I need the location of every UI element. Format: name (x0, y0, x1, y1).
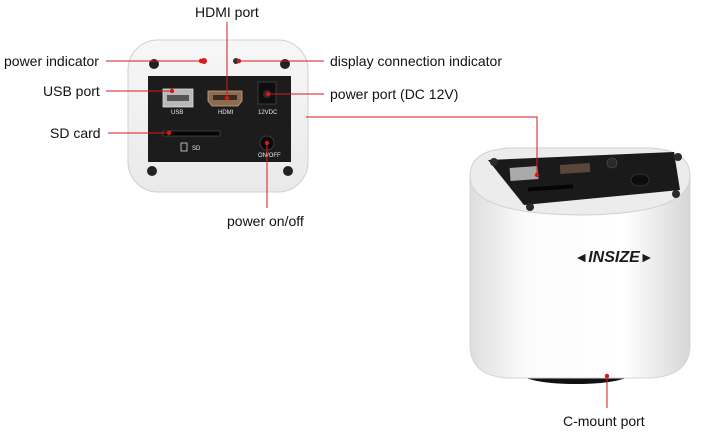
label-usb-port: USB port (43, 83, 100, 99)
usb-marking: USB (171, 110, 183, 116)
top-hdmi-port (559, 162, 591, 175)
camera-back-view: USB HDMI 12VDC SD ON/OFF (127, 39, 309, 193)
label-power-on-off: power on/off (227, 213, 304, 229)
camera-perspective-view: ◄INSIZE► (469, 147, 691, 384)
sd-card-slot (162, 130, 221, 137)
label-power-port: power port (DC 12V) (330, 86, 459, 102)
sd-marking: SD (192, 146, 201, 152)
camera-body (469, 175, 691, 379)
label-sd-card: SD card (50, 125, 101, 141)
top-usb-port (509, 166, 539, 181)
onoff-marking: ON/OFF (258, 153, 281, 159)
brand-logo: ◄INSIZE► (574, 249, 653, 266)
label-hdmi-port: HDMI port (195, 4, 259, 20)
dc-marking: 12VDC (258, 110, 278, 116)
hdmi-marking: HDMI (218, 110, 234, 116)
leader-lines (106, 22, 608, 408)
label-display-connection-indicator: display connection indicator (330, 53, 502, 69)
label-c-mount-port: C-mount port (563, 413, 645, 429)
top-panel (488, 152, 680, 205)
label-power-indicator: power indicator (4, 53, 99, 69)
leader-view-connector (306, 116, 538, 175)
screw (147, 166, 157, 176)
leader-dots (166, 58, 610, 379)
screw (283, 166, 293, 176)
